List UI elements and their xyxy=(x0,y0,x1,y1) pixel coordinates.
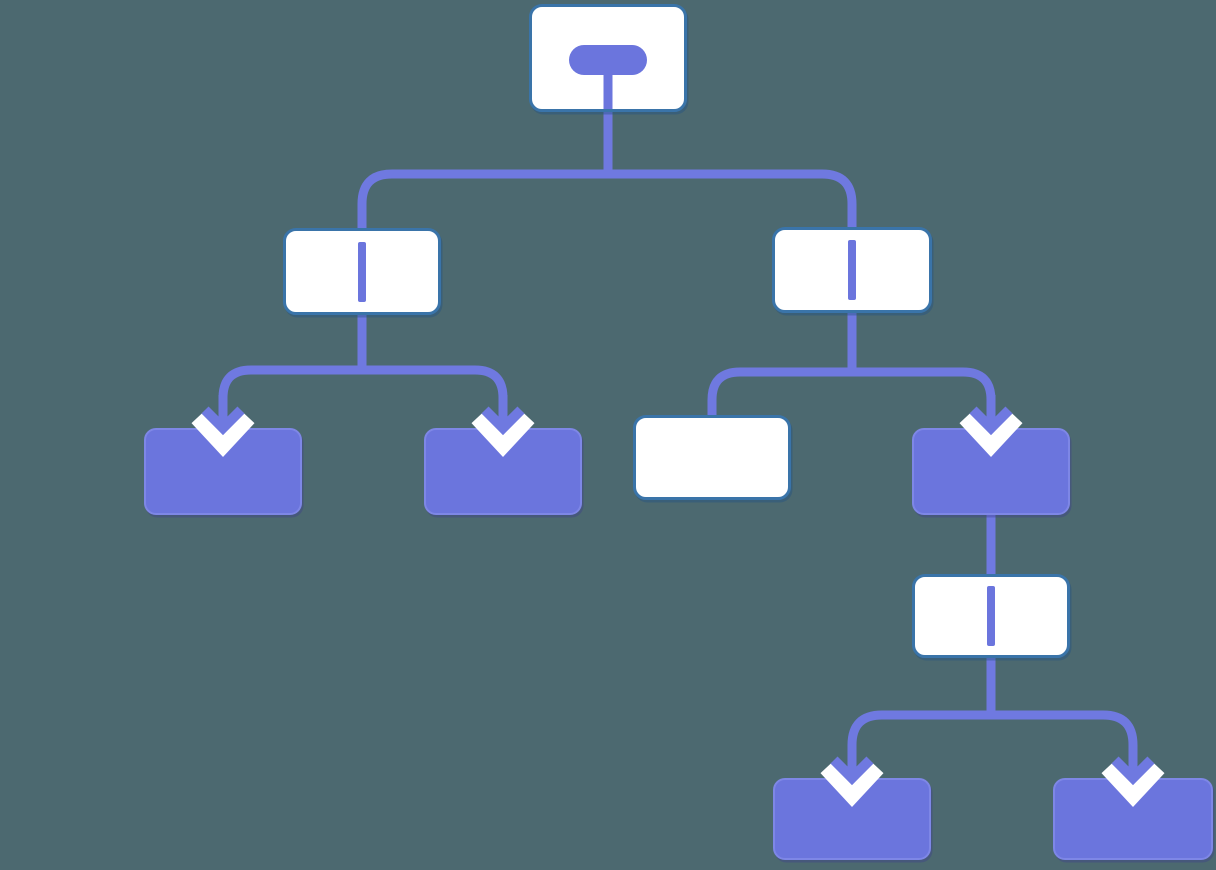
node-child-right-1[interactable] xyxy=(633,415,791,500)
node-leaf-right-1[interactable] xyxy=(912,428,1070,515)
node-leaf-left-1[interactable] xyxy=(144,428,302,515)
node-branch-left[interactable] xyxy=(283,228,441,315)
node-leaf-bottom-1[interactable] xyxy=(773,778,931,860)
root-pill-stem-icon xyxy=(603,73,613,109)
node-root[interactable] xyxy=(529,4,687,112)
root-pill-icon xyxy=(569,45,647,75)
node-branch-right-sub[interactable] xyxy=(912,574,1070,658)
node-leaf-bottom-2[interactable] xyxy=(1053,778,1213,860)
vertical-bar-icon xyxy=(848,240,856,300)
vertical-bar-icon xyxy=(987,586,995,646)
vertical-bar-icon xyxy=(358,241,366,302)
node-branch-right[interactable] xyxy=(772,227,932,313)
node-leaf-left-2[interactable] xyxy=(424,428,582,515)
